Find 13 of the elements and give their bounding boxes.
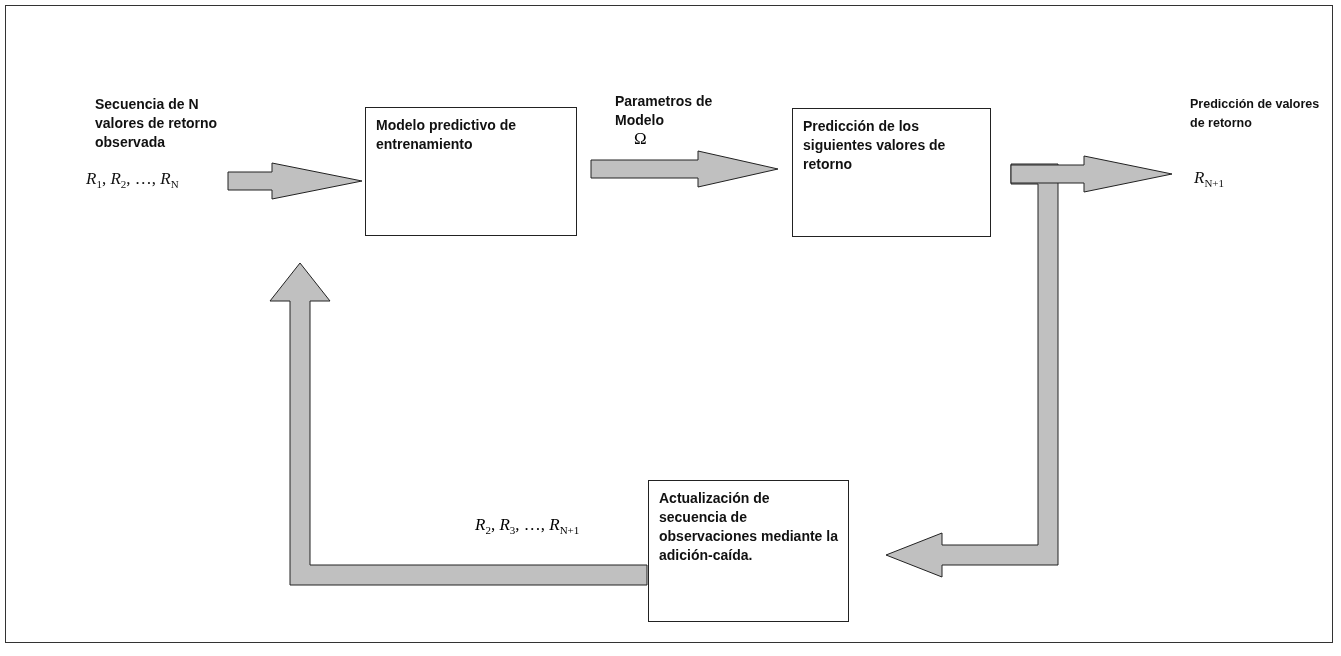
heading-text: Secuencia de N valores de retorno observada: [95, 95, 219, 152]
block-arrow: [227, 162, 363, 200]
math-expression: R$_{1}$, R$_{2}$, …, R$_{N}$: [86, 167, 218, 195]
heading-text: Predicción de valores de retorno: [1190, 96, 1321, 132]
process-box: Modelo predictivo de entrenamiento: [365, 107, 577, 236]
block-arrow: [885, 163, 1059, 578]
block-arrow: [590, 150, 779, 188]
process-box: Predicción de los siguientes valores de retorno: [792, 108, 991, 237]
math-expression: R$_{N+1}$: [1194, 166, 1256, 194]
heading-text: Parametros de Modelo: [615, 92, 714, 130]
process-box: Actualización de secuencia de observaciones mediante la adición-caída.: [648, 480, 849, 622]
block-arrow: [1010, 155, 1173, 193]
block-arrow: [269, 262, 648, 586]
